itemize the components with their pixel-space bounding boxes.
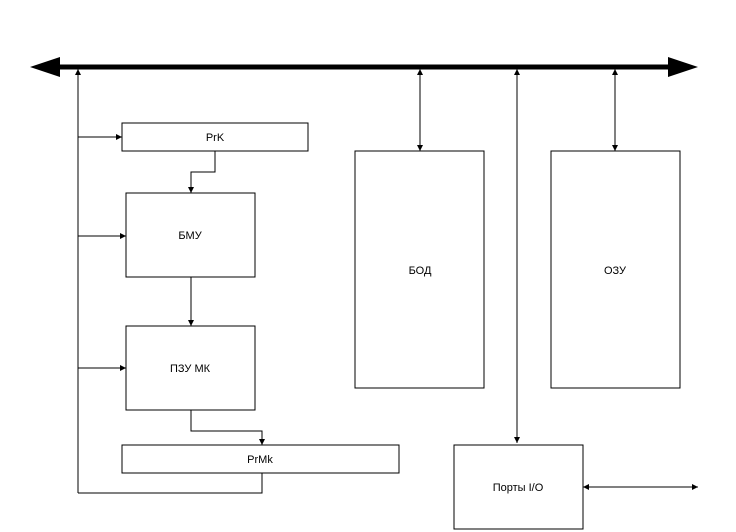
block-pzu-label: ПЗУ МК bbox=[170, 363, 211, 375]
bus-arrow-left bbox=[30, 57, 60, 77]
block-bod: БОД bbox=[354, 150, 485, 389]
block-bmu-label: БМУ bbox=[178, 230, 202, 242]
block-rgk-label: PrK bbox=[206, 132, 225, 144]
block-rgk: PrK bbox=[121, 122, 309, 152]
block-ports: Порты I/O bbox=[453, 444, 584, 530]
block-ozu-label: ОЗУ bbox=[604, 265, 627, 277]
arrow-pzu-to-rgmk bbox=[190, 410, 265, 445]
block-bmu: БМУ bbox=[125, 192, 256, 278]
arrow-rgk-to-bmu bbox=[188, 151, 216, 193]
block-pzu: ПЗУ МК bbox=[125, 325, 256, 411]
bus-arrow-right bbox=[668, 57, 698, 77]
block-rgmk-label: PrMk bbox=[247, 454, 273, 466]
block-bod-label: БОД bbox=[409, 265, 432, 277]
control-feedback-line bbox=[75, 69, 263, 494]
system-bus bbox=[30, 57, 698, 77]
block-ozu: ОЗУ bbox=[550, 150, 681, 389]
block-rgmk: PrMk bbox=[121, 444, 400, 474]
block-ports-label: Порты I/O bbox=[493, 482, 544, 494]
